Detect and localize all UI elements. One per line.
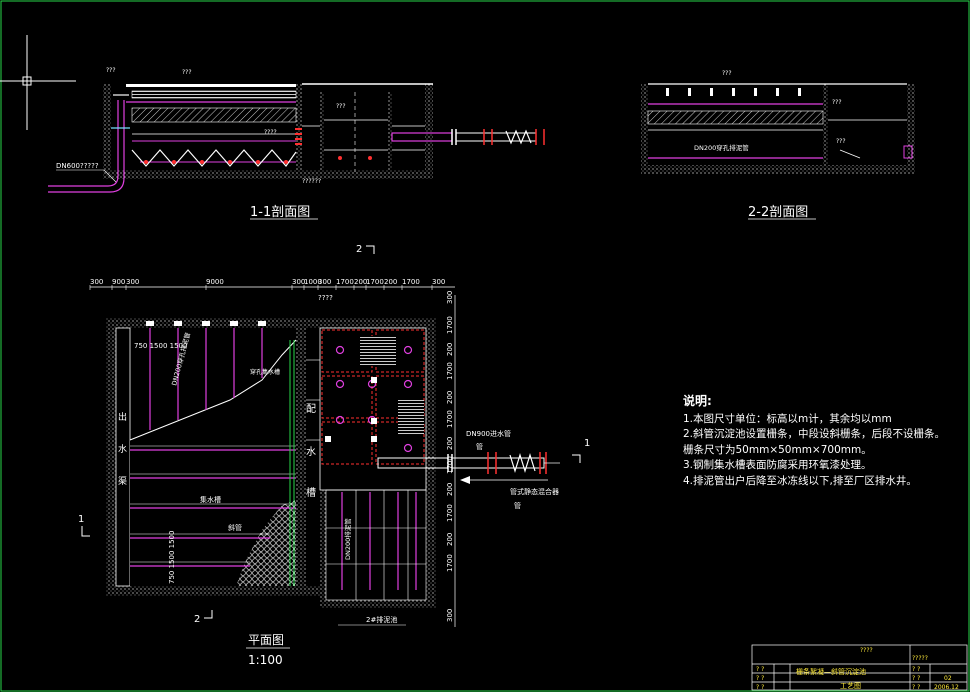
crosshair-cursor-icon: [0, 35, 76, 130]
svg-text:水: 水: [118, 443, 127, 455]
section-1-1-title: 1-1剖面图: [250, 205, 310, 220]
dim-top-9: 1700: [366, 278, 384, 286]
plan-baffle: 斜管: [228, 523, 242, 532]
section-mark-right: 1: [584, 438, 590, 449]
dim-top-1: 900: [112, 278, 125, 286]
sec2-label-b: ???: [832, 99, 842, 106]
outlet-channel-label: 出: [118, 411, 127, 423]
sec1-label-d: ????: [264, 129, 277, 136]
design-notes: 说明: 1.本图尺寸单位：标高以m计，其余均以mm 2.斜管沉淀池设置栅条，中段…: [683, 394, 945, 489]
dim-right-8: 200: [446, 483, 454, 496]
plan-bypass-label: 管式静态混合器: [510, 487, 559, 496]
tb-q6: ? ?: [912, 684, 920, 691]
note-line-2: 2.斜管沉淀池设置栅条，中段设斜栅条，后段不设栅条。: [683, 428, 946, 440]
dim-top-11: 1700: [402, 278, 420, 286]
note-line-5: 4.排泥管出户后降至冰冻线以下,排至厂区排水井。: [683, 474, 917, 487]
tb-q3: ? ?: [756, 684, 764, 691]
tb-top-b: ?????: [912, 655, 928, 662]
sec1-pipe-label: DN600?????: [56, 162, 99, 170]
tb-top-a: ????: [860, 647, 873, 654]
svg-text:水: 水: [306, 446, 316, 458]
sec1-label-b: ???: [182, 69, 192, 76]
dim-right-7: 1700: [446, 456, 454, 474]
sec2-pipe-label: DN200穿孔排泥管: [694, 143, 749, 152]
tb-q1: ? ?: [756, 666, 764, 673]
plan-inlet2-label: 管: [476, 442, 483, 451]
dim-right-3: 1700: [446, 362, 454, 380]
dim-right-0: 300: [446, 291, 454, 304]
dim-top-4: 300: [292, 278, 305, 286]
dim-top-2: 300: [126, 278, 139, 286]
plan-dims-inner: 750 1500 1500: [134, 342, 187, 350]
sec2-label-a: ???: [722, 70, 732, 77]
dim-right-2: 200: [446, 343, 454, 356]
tb-date: 2006.12: [934, 684, 959, 691]
dim-top-0: 300: [90, 278, 103, 286]
dim-right-5: 1700: [446, 410, 454, 428]
title-block: [751, 644, 968, 691]
dim-right-11: 1700: [446, 554, 454, 572]
dim-right-1: 1700: [446, 316, 454, 334]
dim-right-4: 200: [446, 391, 454, 404]
svg-text:渠: 渠: [118, 475, 127, 487]
svg-text:槽: 槽: [306, 486, 316, 499]
tb-q2: ? ?: [756, 675, 764, 682]
plan-side-a: 穿孔集水槽: [250, 368, 280, 376]
sec2-label-c: ???: [836, 138, 846, 145]
dim-top-8: 200: [354, 278, 367, 286]
plan-collector: 集水槽: [200, 495, 221, 504]
dim-top-5: 1000: [304, 278, 322, 286]
sec1-label-c: ???: [336, 103, 346, 110]
dim-top-10: 200: [384, 278, 397, 286]
dim-right-6: 200: [446, 437, 454, 450]
section-1-1: ??? ??? ??? ???? ?????? DN600????? 1-1剖面…: [48, 67, 545, 220]
note-line-3: 栅条尺寸为50mm×50mm×700mm。: [683, 443, 872, 456]
plan-dn-note: 管: [514, 501, 521, 510]
section-mark-left: 1: [78, 514, 84, 525]
dim-top-3: 9000: [206, 278, 224, 286]
svg-text:2: 2: [356, 244, 362, 255]
tb-drawing: 工艺图: [840, 682, 861, 690]
plan-scale: 1:100: [248, 653, 283, 667]
dim-top-6: 300: [318, 278, 331, 286]
dim-right-9: 1700: [446, 504, 454, 522]
dim-top-12: 300: [432, 278, 445, 286]
plan-dims-lower: 750 1500 1500: [168, 531, 176, 584]
dim-right-12: 300: [446, 609, 454, 622]
plan-lower-pipe: DN200排泥管: [343, 518, 352, 560]
section-2-2: ??? ??? ??? DN200穿孔排泥管 2-2剖面图: [641, 70, 915, 220]
sec1-label-a: ???: [106, 67, 116, 74]
section-2-2-title: 2-2剖面图: [748, 205, 808, 220]
section-mark-top: 2: [356, 244, 375, 255]
plan-drain-label: 2#排泥池: [366, 615, 397, 624]
plan-pipe-label: DN200穿孔排泥管: [169, 331, 192, 387]
svg-text:配: 配: [306, 403, 316, 415]
note-line-4: 3.钢制集水槽表面防腐采用环氧漆处理。: [683, 459, 872, 471]
tb-q5: ? ?: [912, 675, 920, 682]
tb-q4: ? ?: [912, 666, 920, 673]
note-line-1: 1.本图尺寸单位：标高以m计，其余均以mm: [683, 412, 892, 425]
dim-right-10: 200: [446, 533, 454, 546]
plan-inlet-label: DN900进水管: [466, 429, 511, 438]
tb-sheet: 02: [944, 675, 952, 682]
section-mark-bottom: 2: [194, 614, 200, 625]
dim-top-7: 1700: [336, 278, 354, 286]
plan-channel-top: ????: [318, 294, 333, 302]
plan-title: 平面图: [248, 633, 284, 647]
tb-project: 栅条絮凝—斜管沉淀池: [796, 667, 866, 676]
notes-title: 说明:: [683, 394, 712, 408]
sec1-label-e: ??????: [302, 178, 321, 185]
